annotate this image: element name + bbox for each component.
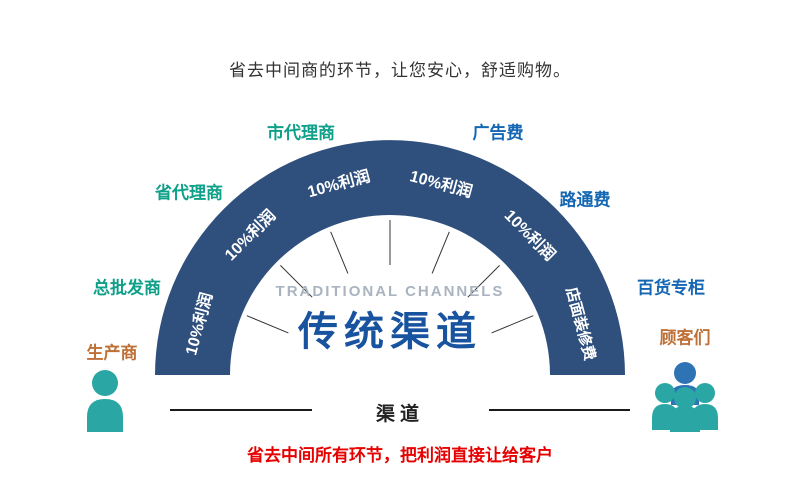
channel-label: 渠道	[375, 404, 424, 425]
page-title: 省去中间商的环节，让您安心，舒适购物。	[229, 61, 571, 80]
label-city-agent: 市代理商	[267, 123, 335, 143]
label-department-store: 百货专柜	[637, 278, 705, 298]
center-label-en: TRADITIONAL CHANNELS	[276, 283, 505, 300]
arch-band	[155, 140, 625, 375]
label-advertising-fee: 广告费	[472, 123, 524, 143]
bottom-tagline: 省去中间所有环节，把利润直接让给客户	[247, 446, 553, 465]
center-label-zh: 传统渠道	[297, 310, 482, 354]
tick-spokes	[246, 220, 534, 334]
label-province-agent: 省代理商	[155, 183, 223, 203]
label-road-fee: 路通费	[559, 190, 611, 210]
label-producer: 生产商	[86, 343, 138, 363]
customers-group-icon	[652, 362, 718, 432]
producer-person-icon	[87, 370, 123, 432]
label-customers: 顾客们	[659, 328, 711, 348]
label-wholesaler: 总批发商	[93, 278, 161, 298]
